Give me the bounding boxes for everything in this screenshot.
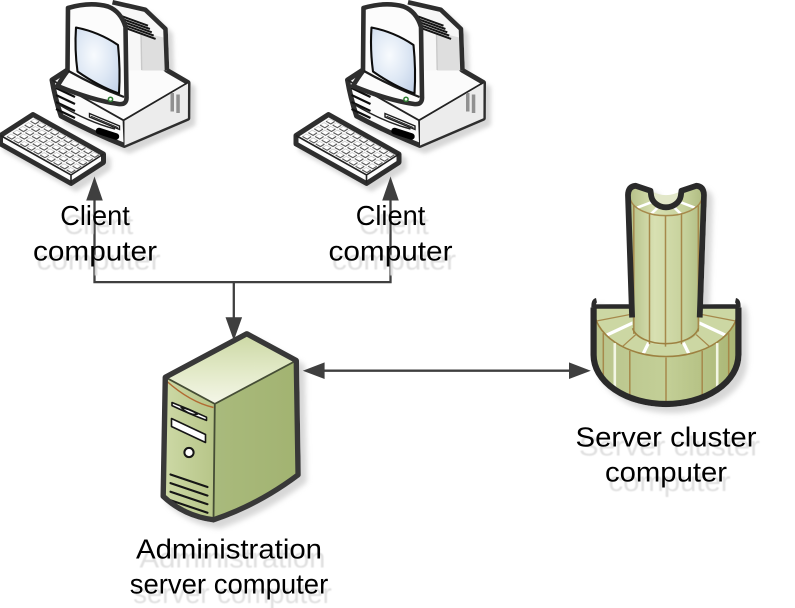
- svg-text:Client: Client: [356, 200, 426, 231]
- svg-text:computer: computer: [605, 457, 727, 488]
- svg-text:Server cluster: Server cluster: [576, 421, 757, 452]
- svg-text:Administration: Administration: [140, 543, 326, 574]
- svg-text:Server cluster: Server cluster: [579, 431, 760, 462]
- svg-text:Client: Client: [359, 209, 429, 240]
- svg-text:computer: computer: [332, 245, 456, 276]
- svg-text:Client: Client: [60, 200, 130, 231]
- svg-text:computer: computer: [329, 235, 453, 266]
- svg-text:Client: Client: [64, 209, 134, 240]
- svg-text:computer: computer: [37, 245, 161, 276]
- svg-text:computer: computer: [33, 235, 157, 266]
- svg-text:server computer: server computer: [130, 569, 329, 600]
- svg-text:Administration: Administration: [136, 533, 322, 564]
- svg-text:server computer: server computer: [133, 578, 332, 608]
- svg-text:computer: computer: [609, 466, 731, 497]
